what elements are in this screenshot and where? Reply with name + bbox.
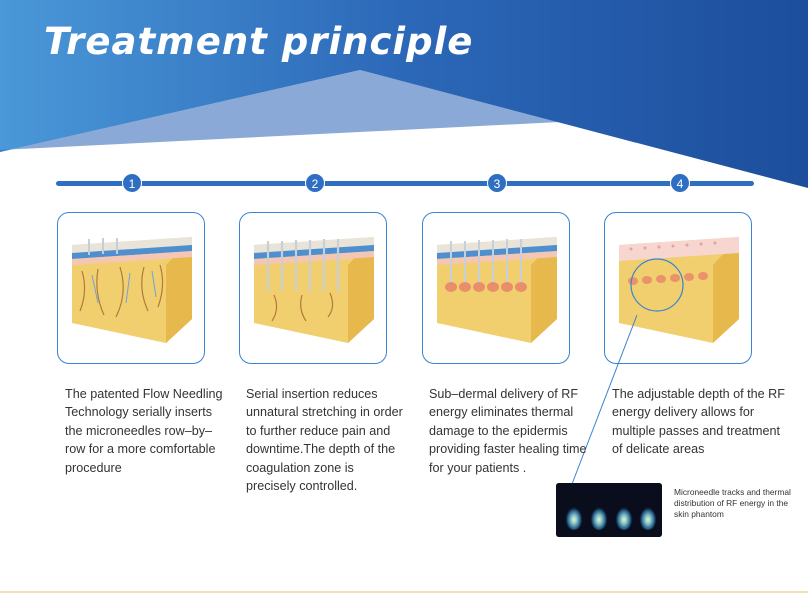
skin-microneedle-insertion-illustration — [72, 237, 192, 343]
step-4-card — [604, 212, 752, 364]
skin-subdermal-rf-delivery-illustration — [437, 237, 557, 343]
skin-adjustable-depth-illustration — [619, 237, 739, 343]
step-3-card — [422, 212, 570, 364]
step-1-card — [57, 212, 205, 364]
skin-serial-insertion-illustration — [254, 237, 374, 343]
step-4-number: 4 — [670, 173, 690, 193]
microneedle-thermal-glow-photo — [556, 483, 662, 537]
step-1-number: 1 — [122, 173, 142, 193]
page-title: Treatment principle — [44, 20, 474, 63]
phantom-caption: Microneedle tracks and thermal distribut… — [674, 487, 791, 519]
step-4-description: The adjustable depth of the RF energy de… — [612, 387, 785, 457]
step-3-number: 3 — [487, 173, 507, 193]
step-2-description: Serial insertion reduces unnatural stret… — [246, 387, 403, 494]
step-3-description: Sub–dermal delivery of RF energy elimina… — [429, 387, 587, 475]
step-2-number: 2 — [305, 173, 325, 193]
step-1-description: The patented Flow Needling Technology se… — [65, 387, 223, 475]
step-2-card — [239, 212, 387, 364]
timeline-bar — [56, 181, 754, 186]
